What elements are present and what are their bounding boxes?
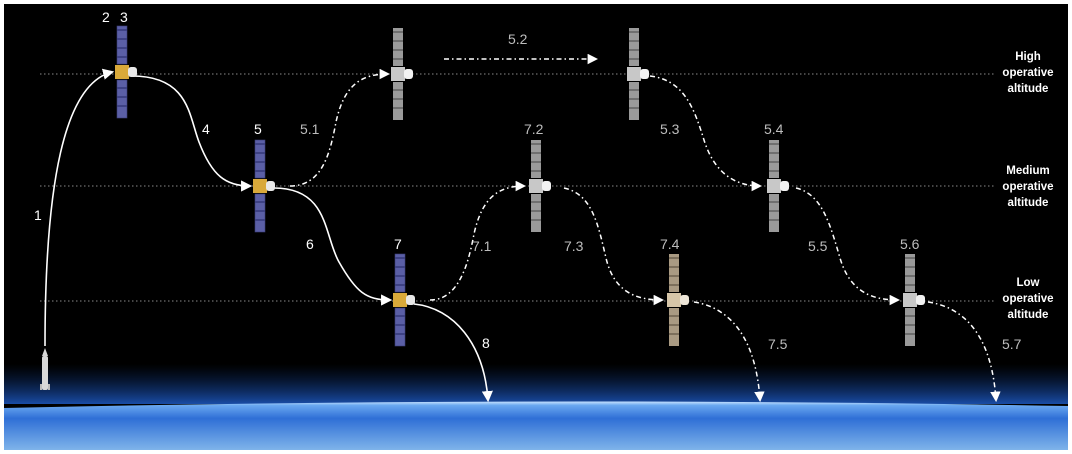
satellite-icon — [767, 140, 789, 232]
high-altitude-label-line: altitude — [1008, 83, 1049, 95]
raise-path-7-1 — [429, 180, 527, 301]
satellite-icon — [392, 253, 416, 347]
medium-altitude-label-line: operative — [1002, 181, 1053, 193]
step-label-5-1: 5.1 — [300, 121, 320, 137]
satellite-icon — [903, 254, 925, 346]
step-label-7-1: 7.1 — [472, 238, 492, 254]
medium-altitude-label-line: altitude — [1008, 197, 1049, 209]
step-label-2: 2 — [102, 9, 110, 25]
satellite-icon — [114, 25, 138, 119]
step-label-6: 6 — [306, 236, 314, 252]
raise-path-5-1 — [289, 68, 391, 187]
satellite-icon — [529, 140, 551, 232]
step-label-5-4: 5.4 — [764, 121, 784, 137]
step-label-5: 5 — [254, 121, 262, 137]
launch-path — [44, 68, 115, 347]
high-altitude-label: High operative altitude — [1002, 51, 1053, 95]
orbit-diagram: 1 2 3 4 5 5.1 5.2 5.3 5.4 5.5 5.6 5.7 6 … — [4, 9, 1068, 450]
high-altitude-label-line: operative — [1002, 67, 1053, 79]
step-label-7-3: 7.3 — [564, 238, 584, 254]
deorbit-path-8 — [413, 303, 493, 403]
step-label-8: 8 — [482, 335, 490, 351]
satellite-icon — [391, 28, 413, 120]
earth-horizon — [4, 364, 1068, 450]
low-altitude-label: Low operative altitude — [1002, 277, 1053, 321]
lower-path-7-3 — [563, 187, 665, 306]
step-label-5-5: 5.5 — [808, 238, 828, 254]
step-label-4: 4 — [202, 121, 210, 137]
transfer-path-4 — [131, 75, 253, 192]
medium-altitude-label: Medium operative altitude — [1002, 165, 1053, 209]
low-altitude-label-line: operative — [1002, 293, 1053, 305]
transfer-path-6 — [273, 187, 393, 306]
low-altitude-label-line: altitude — [1008, 309, 1049, 321]
step-label-5-3: 5.3 — [660, 121, 680, 137]
high-altitude-label-line: High — [1015, 51, 1041, 63]
step-label-7-5: 7.5 — [768, 336, 788, 352]
space-background: 1 2 3 4 5 5.1 5.2 5.3 5.4 5.5 5.6 5.7 6 … — [4, 4, 1068, 450]
step-label-7-2: 7.2 — [524, 121, 544, 137]
step-label-5-7: 5.7 — [1002, 336, 1022, 352]
step-label-7: 7 — [394, 236, 402, 252]
rocket-icon — [40, 348, 50, 390]
step-label-3: 3 — [120, 9, 128, 25]
step-label-1: 1 — [34, 207, 42, 223]
satellite-icon — [627, 28, 649, 120]
medium-altitude-label-line: Medium — [1006, 165, 1049, 177]
step-label-5-2: 5.2 — [508, 31, 528, 47]
step-label-5-6: 5.6 — [900, 236, 920, 252]
satellite-icon — [667, 254, 689, 346]
satellite-icon — [252, 139, 276, 233]
deorbit-path-5-7 — [927, 301, 1001, 403]
step-label-7-4: 7.4 — [660, 236, 680, 252]
low-altitude-label-line: Low — [1017, 277, 1040, 289]
lower-path-5-3 — [649, 75, 763, 192]
